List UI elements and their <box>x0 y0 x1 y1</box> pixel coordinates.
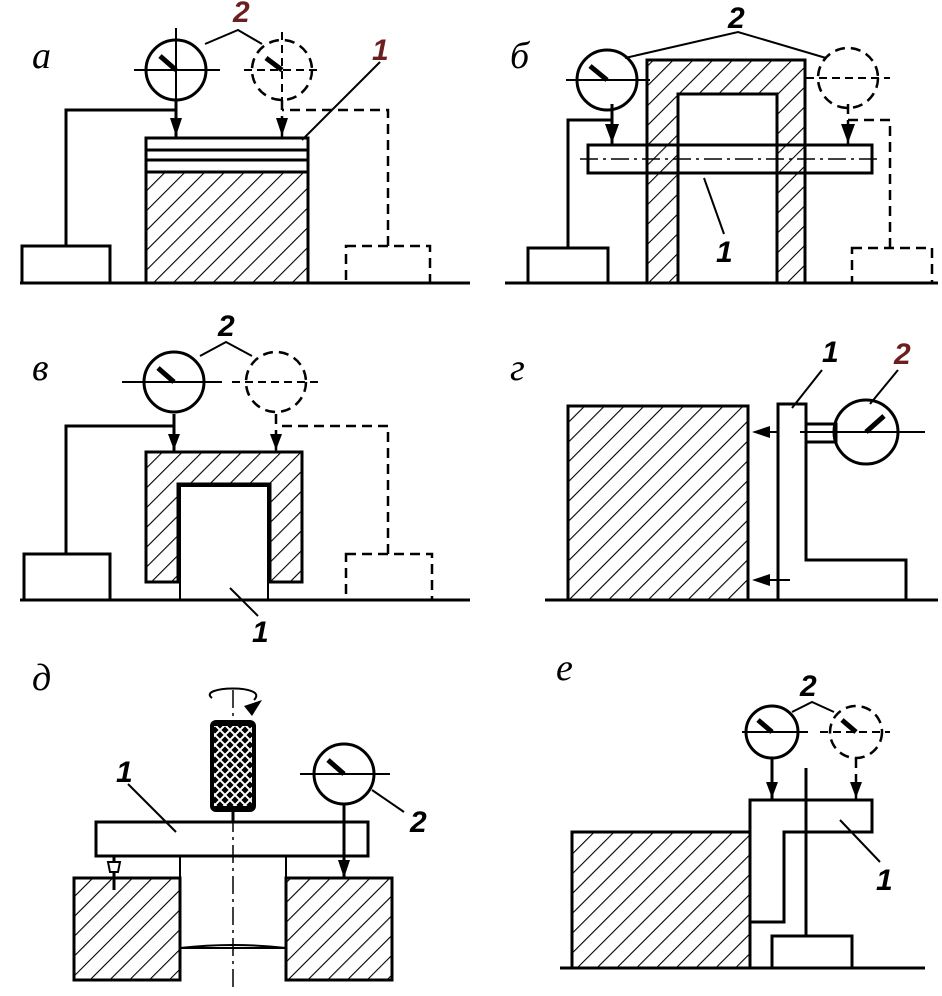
panel-e: е 2 1 <box>556 647 925 970</box>
panel-d: д 1 2 <box>32 657 427 992</box>
workpiece-block <box>144 170 310 285</box>
callout-2: 2 <box>409 806 427 839</box>
stand-base-right <box>344 552 434 602</box>
callout-2: 2 <box>799 670 817 703</box>
mandrel <box>179 485 269 601</box>
workpiece-block <box>570 830 752 970</box>
callout-2: 2 <box>217 310 235 343</box>
panel-d-letter: д <box>32 657 51 699</box>
stand-base-left <box>22 552 112 602</box>
panel-a-letter: а <box>32 35 51 77</box>
measured-plate <box>144 136 310 174</box>
panel-v-letter: в <box>32 347 49 389</box>
panel-b: б 2 1 <box>505 2 938 285</box>
gauge-base <box>770 934 854 970</box>
l-bracket <box>776 402 908 602</box>
workpiece-block <box>566 404 750 602</box>
panel-e-letter: е <box>556 647 573 689</box>
housing-frame <box>645 58 807 285</box>
callout-1: 1 <box>372 34 389 67</box>
callout-2: 2 <box>727 2 745 35</box>
callout-2: 2 <box>893 338 911 371</box>
stand-arm-left <box>64 108 176 246</box>
callout-1: 1 <box>876 864 893 897</box>
workpiece-left <box>72 876 182 982</box>
stand-arm-right <box>282 108 390 246</box>
stand-base-left <box>20 244 112 285</box>
bushing <box>144 450 304 584</box>
panel-g: г 1 2 <box>510 336 938 602</box>
callout-1: 1 <box>716 236 733 269</box>
panel-a: а 2 1 <box>20 0 470 285</box>
panel-v: в 2 1 <box>20 310 470 649</box>
callout-1: 1 <box>822 336 839 369</box>
fixture-plate <box>94 820 370 858</box>
stepped-gauge <box>748 798 874 924</box>
callout-1: 1 <box>252 616 269 649</box>
dial-indicator-icon <box>244 350 308 414</box>
stand-base-right <box>344 244 432 285</box>
workpiece-right <box>284 876 394 982</box>
stand-base-right <box>850 246 934 285</box>
stand-base-left <box>526 246 610 285</box>
panel-g-letter: г <box>510 347 525 389</box>
panel-b-letter: б <box>510 35 531 77</box>
probe-tip-left <box>170 118 182 136</box>
callout-1: 1 <box>116 756 133 789</box>
rotation-arrow-icon <box>244 700 262 716</box>
callout-2: 2 <box>232 0 250 29</box>
